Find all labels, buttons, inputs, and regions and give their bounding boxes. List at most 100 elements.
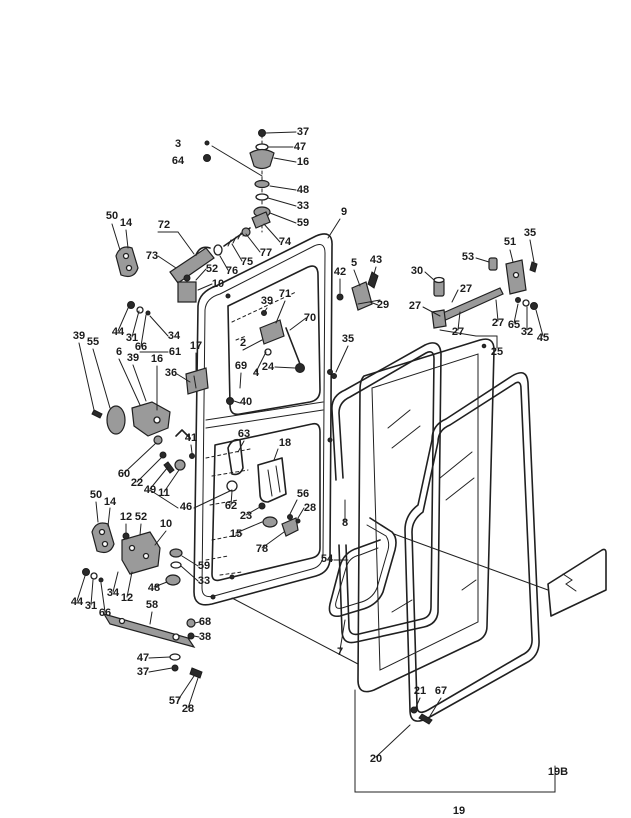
part-label: 23 bbox=[240, 510, 252, 522]
lower-hinge-bracket bbox=[91, 522, 115, 554]
part-label: 33 bbox=[297, 200, 309, 212]
part-label: 8 bbox=[342, 517, 348, 529]
cam bbox=[262, 516, 278, 528]
part-label: 50 bbox=[90, 489, 102, 501]
part-label: 45 bbox=[537, 332, 549, 344]
leader-line bbox=[513, 303, 519, 324]
door-screw bbox=[327, 437, 333, 443]
leader-line bbox=[193, 489, 233, 509]
lower-door-parts bbox=[226, 480, 301, 537]
bracket-hole bbox=[512, 271, 520, 279]
part-label: 6 bbox=[116, 346, 122, 358]
part-label: 16 bbox=[151, 353, 163, 365]
stop bbox=[281, 517, 299, 537]
closer-body bbox=[169, 247, 215, 284]
hinge-screw bbox=[258, 129, 266, 137]
hinge-leader bbox=[211, 145, 263, 177]
handle-recess-shape bbox=[227, 438, 244, 476]
leader-line bbox=[242, 339, 263, 351]
part-label: 36 bbox=[165, 367, 177, 379]
part-label: 32 bbox=[521, 326, 533, 338]
leader-line bbox=[289, 499, 298, 515]
mount-screw bbox=[183, 274, 191, 282]
leader-line bbox=[457, 311, 461, 331]
part-label: 57 bbox=[169, 695, 181, 707]
switch-housing bbox=[259, 319, 285, 345]
part-label: 71 bbox=[279, 288, 291, 300]
part-label: 40 bbox=[240, 396, 252, 408]
leader-line bbox=[273, 448, 279, 461]
lower-fasteners bbox=[82, 568, 104, 583]
leader-line bbox=[267, 197, 297, 207]
leader-line bbox=[148, 667, 173, 673]
part-label: 52 bbox=[135, 511, 147, 523]
shelf-frame-inner bbox=[411, 381, 533, 714]
leader-line bbox=[289, 317, 307, 331]
shelf-frame-outer bbox=[404, 371, 540, 722]
bracket-hole bbox=[101, 540, 109, 548]
bracket-19b bbox=[393, 533, 607, 617]
door-gasket bbox=[331, 342, 442, 644]
part-label: 41 bbox=[185, 432, 197, 444]
handle-bracket-body bbox=[257, 457, 287, 503]
part-label: 64 bbox=[172, 155, 185, 167]
leader-line bbox=[245, 233, 261, 253]
part-label: 74 bbox=[279, 236, 292, 248]
leader-line bbox=[92, 348, 111, 409]
bracket-hole bbox=[125, 264, 133, 272]
part-label: 42 bbox=[334, 266, 346, 278]
leader-line bbox=[273, 157, 297, 163]
leader-line bbox=[149, 315, 169, 337]
part-label: 47 bbox=[294, 141, 306, 153]
screw bbox=[226, 397, 234, 405]
part-label: 39 bbox=[261, 295, 273, 307]
leader-line bbox=[275, 300, 286, 324]
door-panel bbox=[193, 233, 359, 665]
leader-line bbox=[375, 724, 411, 758]
leader-line bbox=[149, 466, 169, 490]
part-label: 37 bbox=[297, 126, 309, 138]
screw bbox=[295, 518, 301, 524]
part-label: 27 bbox=[452, 326, 464, 338]
part-label: 54 bbox=[321, 553, 334, 565]
leader-line bbox=[475, 257, 490, 263]
leader-line bbox=[125, 229, 129, 249]
door-upper-liner bbox=[227, 265, 321, 416]
leader-line bbox=[535, 309, 544, 337]
part-label: 28 bbox=[304, 502, 316, 514]
leader-line bbox=[339, 619, 346, 651]
leader-line bbox=[264, 307, 268, 312]
part-label: 28 bbox=[182, 703, 194, 715]
part-label: 72 bbox=[158, 219, 170, 231]
leader-line bbox=[255, 351, 267, 373]
bracket-arm bbox=[357, 299, 381, 305]
bushing bbox=[488, 257, 498, 271]
bracket-17-slot bbox=[193, 375, 197, 389]
leader-line bbox=[126, 571, 133, 598]
fastener bbox=[145, 310, 151, 316]
part-label: 14 bbox=[104, 496, 117, 508]
door-screw bbox=[327, 369, 333, 375]
bracket bbox=[351, 281, 373, 311]
bushing-top bbox=[433, 276, 445, 284]
leader-line bbox=[261, 531, 285, 549]
part-label: 47 bbox=[137, 652, 149, 664]
leader-line bbox=[529, 239, 535, 263]
part-label: 27 bbox=[460, 283, 472, 295]
nut bbox=[159, 451, 167, 459]
leader-line bbox=[495, 299, 499, 322]
leader-line bbox=[163, 469, 180, 493]
handle-bracket-ribs bbox=[267, 465, 281, 497]
hinge-screw bbox=[189, 667, 203, 679]
bracket-hole bbox=[142, 552, 150, 560]
leader-line bbox=[269, 212, 297, 224]
part-label: 34 bbox=[168, 330, 181, 342]
leader-line bbox=[193, 635, 200, 638]
part-label: 22 bbox=[131, 477, 143, 489]
part-label: 39 bbox=[73, 330, 85, 342]
liner-panel-glare bbox=[387, 409, 477, 613]
leader-line bbox=[95, 501, 99, 523]
assembly-19-bracket bbox=[354, 689, 556, 793]
leader-line bbox=[369, 301, 379, 306]
